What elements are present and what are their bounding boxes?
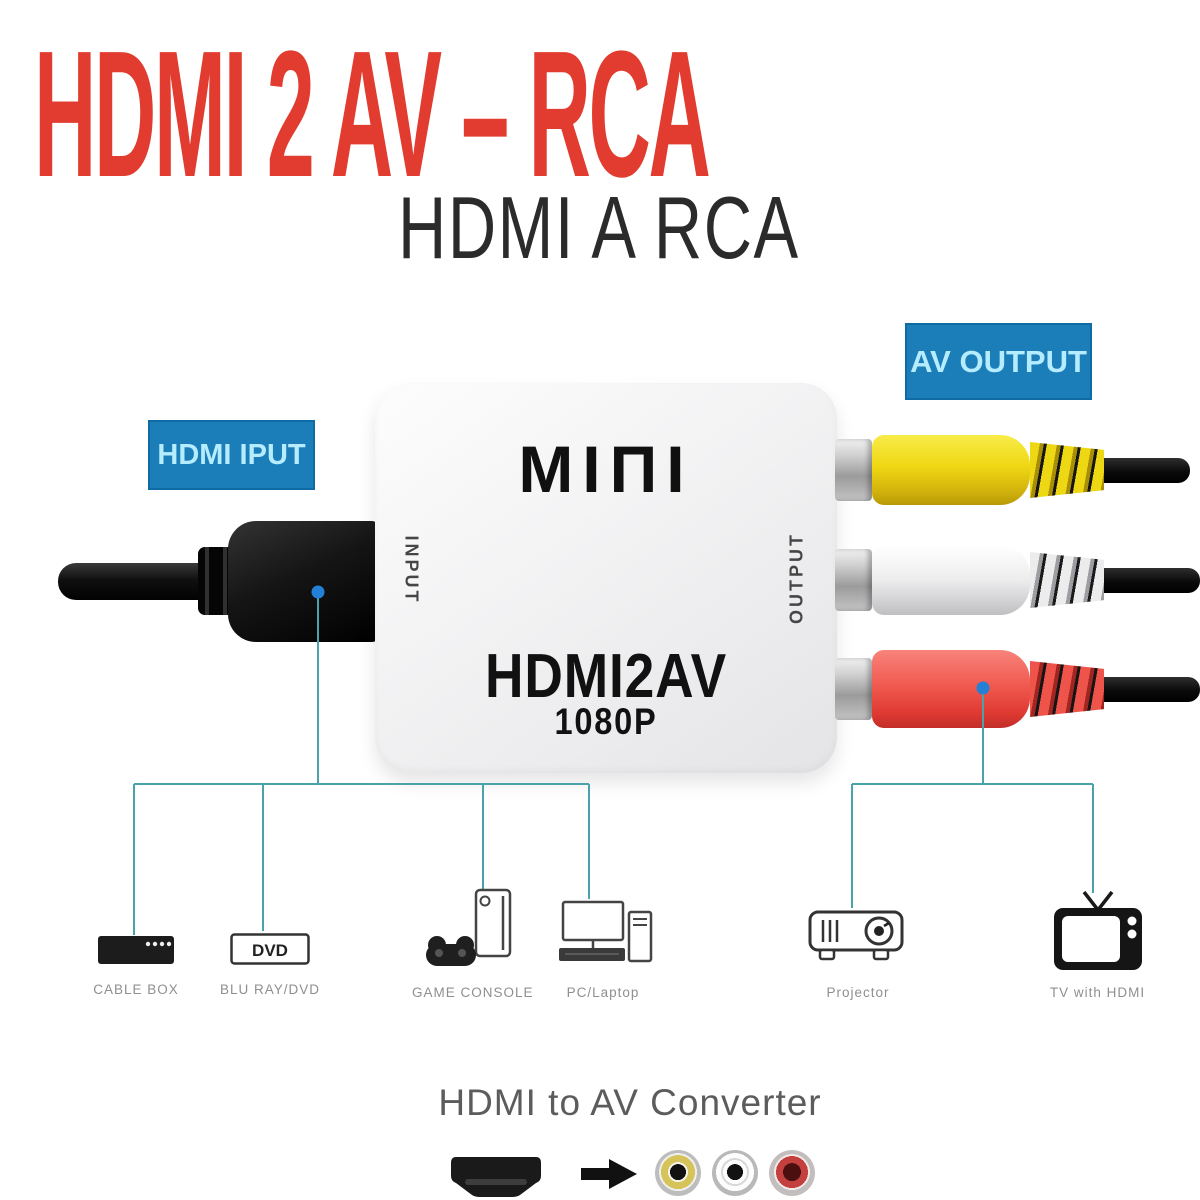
rca-plug-red-audio: [835, 650, 1200, 728]
rca-plug-body-red: [872, 650, 1030, 728]
rca-cable-white: [1104, 567, 1200, 593]
hdmi-plug: [228, 521, 378, 642]
rca-cable-yellow: [1104, 457, 1190, 483]
device-cable-box: CABLE BOX: [86, 935, 186, 997]
mini-brand-logo: MIΠI: [518, 432, 694, 506]
device-pc-laptop: PC/Laptop: [548, 900, 658, 1000]
output-side-label: OUTPUT: [786, 532, 807, 624]
rca-plug-white-audio: [835, 545, 1200, 615]
converter-box: MIΠI INPUT OUTPUT HDMI2AV 1080P: [375, 383, 837, 773]
hdmi-cable: [58, 563, 208, 600]
projector-icon: [808, 910, 904, 961]
input-side-label: INPUT: [401, 535, 422, 605]
rca-port-white-icon: [712, 1150, 758, 1196]
rca-plug-grip-red: [1030, 661, 1104, 717]
game-console-icon: [426, 888, 512, 966]
hdmi-input-callout: HDMI IPUT: [148, 420, 315, 490]
model-label: HDMI2AV: [484, 642, 728, 711]
page-title: HDMI 2 AV – RCA: [34, 14, 711, 215]
av-output-callout-label: AV OUTPUT: [910, 343, 1087, 379]
gamepad-icon: [426, 936, 476, 966]
tv-icon: [1053, 890, 1142, 970]
device-tv-with-hdmi: TV with HDMI: [1040, 890, 1155, 1000]
cable-box-icon: [98, 936, 174, 964]
device-blu-ray-dvd: DVD BLU RAY/DVD: [218, 933, 322, 997]
device-label: Projector: [826, 985, 890, 1000]
right-arrow-icon: [581, 1159, 637, 1189]
av-output-callout: AV OUTPUT: [905, 323, 1092, 400]
rca-plug-body-yellow: [872, 435, 1030, 505]
footer-caption: HDMI to AV Converter: [438, 1082, 822, 1123]
device-label: GAME CONSOLE: [412, 985, 534, 1000]
tv-antenna: [1082, 890, 1113, 912]
rca-plug-body-white: [872, 545, 1030, 615]
dvd-player-icon: DVD: [230, 933, 310, 965]
pc-laptop-icon: [559, 900, 653, 963]
device-label: CABLE BOX: [93, 982, 179, 997]
device-game-console: GAME CONSOLE: [412, 888, 534, 1000]
dvd-icon-text: DVD: [252, 941, 288, 960]
rca-cable-red: [1104, 676, 1200, 702]
device-label: PC/Laptop: [566, 985, 640, 1000]
rca-jack-white: [835, 549, 872, 611]
rca-plug-grip-white: [1030, 552, 1104, 608]
device-label: TV with HDMI: [1049, 985, 1146, 1000]
page-subtitle: HDMI A RCA: [398, 178, 800, 277]
rca-jack-yellow: [835, 439, 872, 501]
resolution-label: 1080P: [554, 701, 658, 742]
rca-plug-yellow-video: [835, 435, 1190, 505]
device-projector: Projector: [803, 910, 913, 1000]
hdmi-input-callout-label: HDMI IPUT: [157, 438, 306, 471]
rca-jack-red: [835, 658, 872, 720]
device-label: BLU RAY/DVD: [219, 982, 321, 997]
rca-port-yellow-icon: [655, 1150, 701, 1196]
hdmi-connector-icon: [451, 1157, 541, 1197]
rca-port-red-icon: [769, 1150, 815, 1196]
rca-plug-grip-yellow: [1030, 442, 1104, 498]
